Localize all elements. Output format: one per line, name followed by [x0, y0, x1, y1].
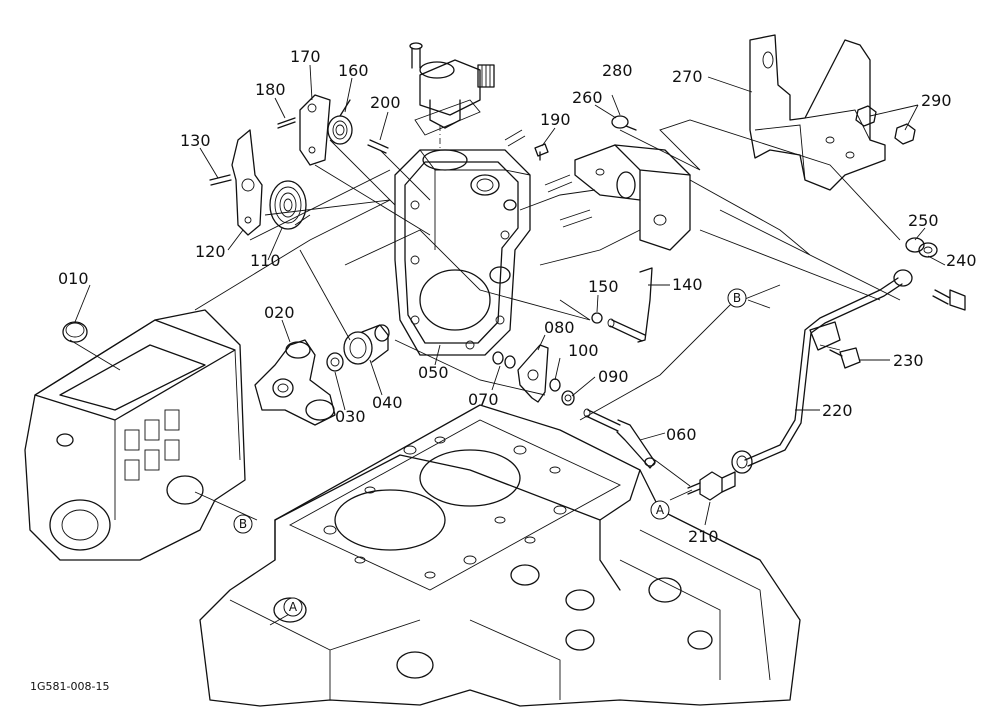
- callout-120: 120: [195, 242, 226, 261]
- part-160-spring: [327, 99, 353, 145]
- callout-080: 080: [544, 318, 575, 337]
- svg-text:B: B: [733, 291, 741, 305]
- callout-170: 170: [290, 47, 321, 66]
- callout-060: 060: [666, 425, 697, 444]
- cylinder-bore: [334, 489, 446, 551]
- svg-text:B: B: [239, 517, 247, 531]
- leader-lines: [74, 64, 946, 626]
- part-080-lever-plate: [517, 344, 549, 403]
- reference-b-pipe: B: [727, 288, 747, 308]
- callout-030: 030: [335, 407, 366, 426]
- cylinder-bore: [419, 449, 521, 507]
- callout-050: 050: [418, 363, 449, 382]
- part-070-o-ring: [492, 351, 516, 369]
- svg-text:A: A: [289, 600, 298, 614]
- part-110-spring: [269, 180, 307, 230]
- callout-130: 130: [180, 131, 211, 150]
- part-250-clip: [905, 237, 938, 258]
- callout-200: 200: [370, 93, 401, 112]
- part-240-bolt: [932, 289, 966, 311]
- part-290-nut: [855, 105, 916, 145]
- callout-160: 160: [338, 61, 369, 80]
- callout-100: 100: [568, 341, 599, 360]
- svg-text:A: A: [656, 503, 665, 517]
- part-030-washer: [326, 352, 344, 372]
- callout-180: 180: [255, 80, 286, 99]
- part-220-pipe: [731, 269, 913, 474]
- callout-140: 140: [672, 275, 703, 294]
- callout-190: 190: [540, 110, 571, 129]
- callout-040: 040: [372, 393, 403, 412]
- part-120-lever: [231, 129, 263, 236]
- callout-070: 070: [468, 390, 499, 409]
- part-260-bracket: [574, 144, 691, 251]
- gear-case: [24, 309, 246, 561]
- reference-a-fitting: A: [650, 500, 670, 520]
- part-280-bolt: [611, 115, 637, 131]
- part-callouts: 010 020 030 040 050 060 070 080 090 100 …: [58, 47, 977, 546]
- part-010-plug: [62, 321, 88, 343]
- callout-280: 280: [602, 61, 633, 80]
- callout-210: 210: [688, 527, 719, 546]
- part-170-lever: [299, 94, 331, 166]
- callout-260: 260: [572, 88, 603, 107]
- studs: [504, 129, 593, 228]
- part-180-pin: [277, 117, 296, 129]
- part-100-washer: [549, 378, 561, 392]
- part-150-o-ring: [591, 312, 603, 324]
- reference-b-gearcase: B: [233, 514, 253, 534]
- stop-solenoid: [409, 42, 495, 150]
- callout-230: 230: [893, 351, 924, 370]
- callout-220: 220: [822, 401, 853, 420]
- engine-block: [199, 404, 801, 707]
- callout-290: 290: [921, 91, 952, 110]
- callout-020: 020: [264, 303, 295, 322]
- callout-240: 240: [946, 251, 977, 270]
- callout-270: 270: [672, 67, 703, 86]
- part-200-pin: [367, 139, 389, 154]
- part-190-bolt: [534, 143, 549, 161]
- reference-marks: B A B A: [233, 288, 747, 617]
- part-050-governor-case: [394, 149, 531, 356]
- assembly-lines: [69, 119, 901, 487]
- drawing-code: 1G581-008-15: [30, 680, 109, 693]
- callout-110: 110: [250, 251, 281, 270]
- callout-250: 250: [908, 211, 939, 230]
- part-020-weight-holder: [254, 339, 336, 426]
- part-270-bracket: [749, 34, 886, 191]
- callout-090: 090: [598, 367, 629, 386]
- part-230-bolt: [829, 347, 861, 369]
- part-140-lever: [607, 267, 653, 343]
- callout-150: 150: [588, 277, 619, 296]
- part-090-washer: [561, 390, 575, 406]
- part-210-fitting: [687, 471, 736, 501]
- callout-010: 010: [58, 269, 89, 288]
- part-130-pin: [209, 174, 232, 186]
- reference-a-engine: A: [283, 597, 303, 617]
- part-040-sleeve: [343, 324, 390, 365]
